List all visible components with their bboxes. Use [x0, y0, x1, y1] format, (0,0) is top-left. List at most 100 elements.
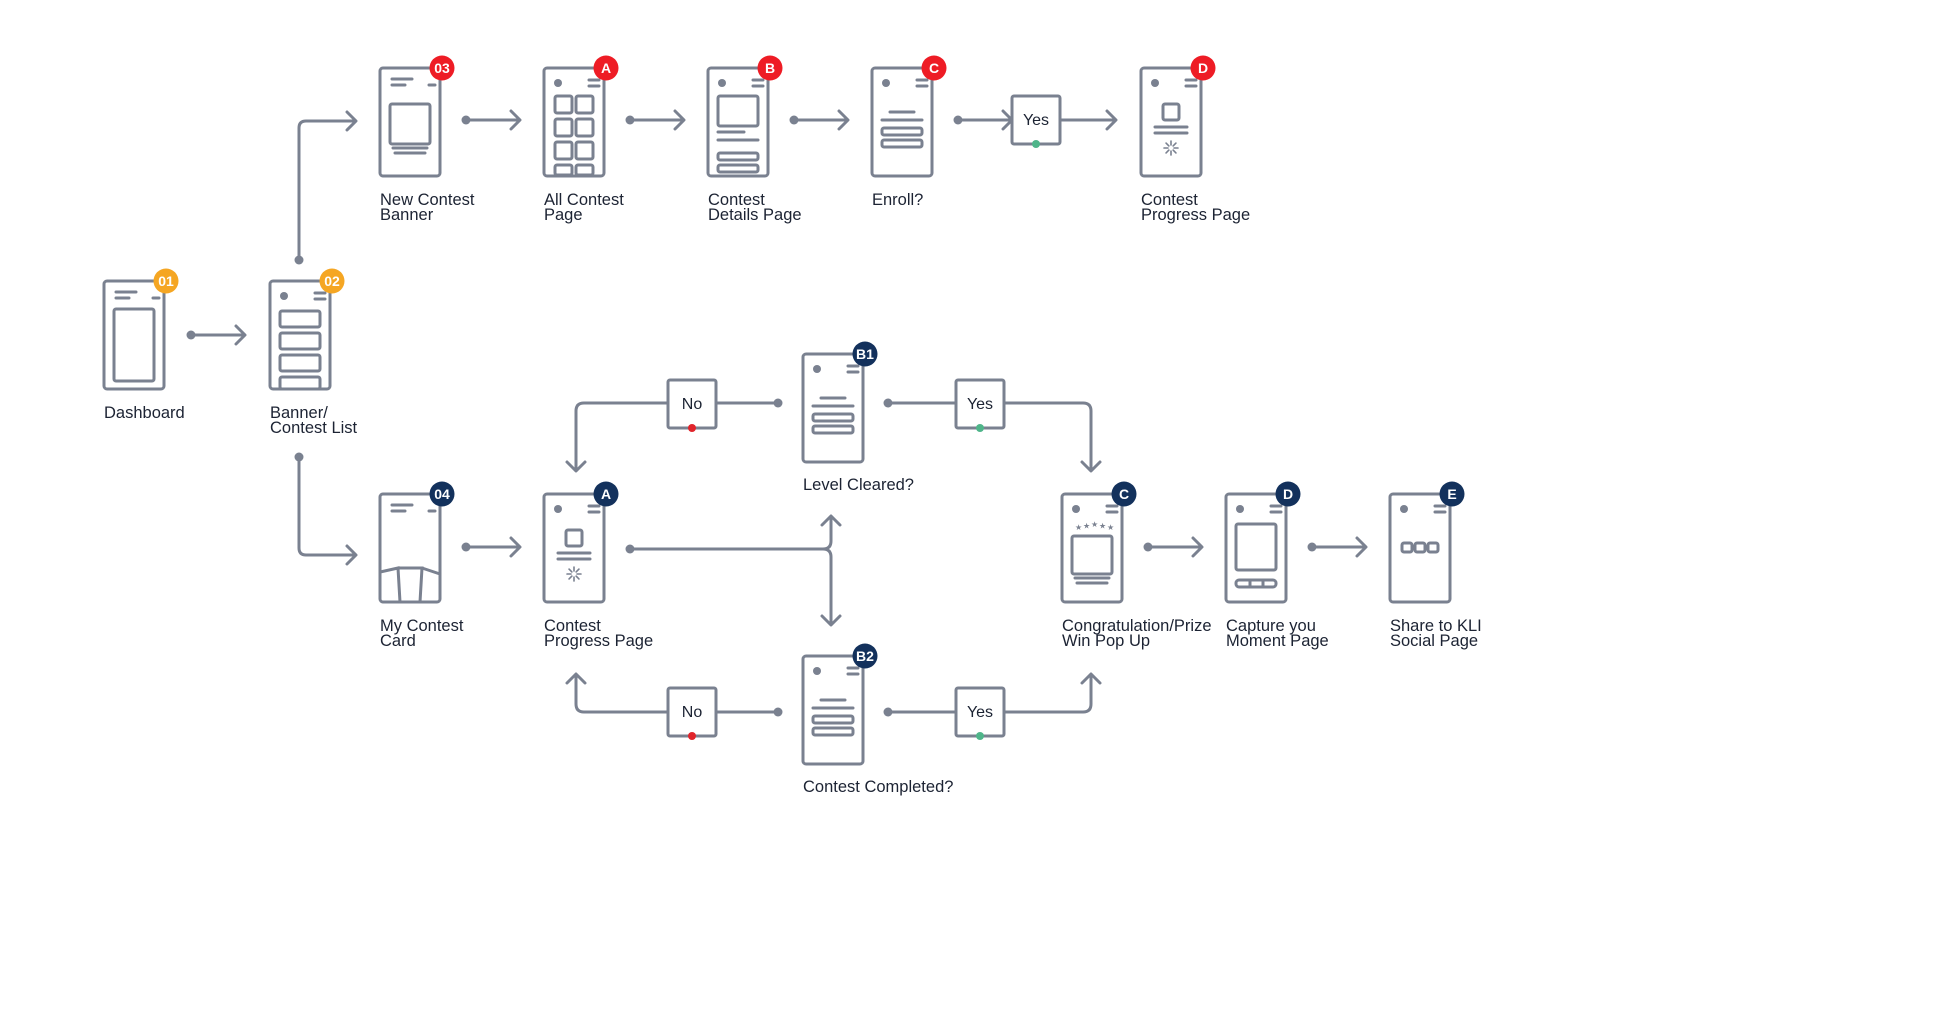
- decision-completed-yes: Yes: [954, 686, 1006, 740]
- arrow-head: [1191, 536, 1204, 558]
- no-status-dot: [688, 732, 696, 740]
- prize-screen-icon: ★★★★★: [1070, 504, 1119, 585]
- step-badge: D: [1275, 481, 1301, 507]
- step-badge: D: [1190, 55, 1216, 81]
- arrow-head: [509, 109, 522, 131]
- progress-screen-icon: [1151, 78, 1198, 156]
- screen-label-line: Contest Completed?: [803, 778, 953, 796]
- no-status-dot: [688, 424, 696, 432]
- arrow-head: [234, 324, 247, 346]
- arrow-head: [565, 460, 587, 473]
- screen-label-line: My Contest: [380, 617, 464, 635]
- connector: [888, 674, 1093, 714]
- arrow-head: [509, 536, 522, 558]
- screen-label-line: All Contest: [544, 191, 624, 209]
- badge-label: B2: [856, 648, 874, 664]
- connector: [574, 674, 778, 714]
- dashboard-screen-icon: [112, 290, 161, 383]
- step-badge: B2: [852, 643, 878, 669]
- decision-label: No: [682, 396, 703, 413]
- yes-status-dot: [976, 424, 984, 432]
- screen-label-line: Win Pop Up: [1062, 632, 1150, 650]
- screen-label-line: Contest: [1141, 191, 1198, 209]
- step-badge: A: [593, 55, 619, 81]
- screen-label-line: Contest: [708, 191, 765, 209]
- screen-label-line: Contest: [544, 617, 601, 635]
- badge-circle: [852, 341, 878, 367]
- screen-label-line: Capture you: [1226, 617, 1316, 635]
- decision-level-yes: Yes: [954, 378, 1006, 432]
- step-badge: C: [1111, 481, 1137, 507]
- form-screen-icon: [880, 78, 929, 149]
- progress-screen-icon: [554, 504, 601, 582]
- form-screen-icon: [811, 666, 860, 737]
- decision-level-no: No: [666, 378, 718, 432]
- step-badge: 03: [429, 55, 455, 81]
- form-screen-icon: [811, 364, 860, 435]
- svg-text:★: ★: [1075, 523, 1082, 532]
- step-badge: B: [757, 55, 783, 81]
- arrow-head: [1080, 672, 1102, 685]
- badge-label: B1: [856, 346, 874, 362]
- step-badge: 04: [429, 481, 455, 507]
- svg-text:★: ★: [1099, 522, 1106, 531]
- connector: [297, 119, 356, 260]
- connector: [574, 401, 778, 471]
- badge-label: 03: [434, 60, 450, 76]
- arrow-head: [1105, 109, 1118, 131]
- step-badge: 01: [153, 268, 179, 294]
- screen-label-line: Banner/: [270, 404, 328, 422]
- badge-label: B: [765, 60, 775, 76]
- badge-circle: [852, 643, 878, 669]
- arrow-head: [673, 109, 686, 131]
- badge-label: A: [601, 60, 611, 76]
- screen-label-line: Card: [380, 632, 416, 650]
- badge-circle: [921, 55, 947, 81]
- decision-label: Yes: [967, 396, 993, 413]
- arrow-head: [565, 672, 587, 685]
- arrow-head: [1355, 536, 1368, 558]
- share-screen-icon: [1400, 504, 1447, 554]
- badge-label: C: [1119, 486, 1129, 502]
- arrow-head: [1080, 460, 1102, 473]
- connector: [888, 401, 1093, 471]
- badge-circle: [1111, 481, 1137, 507]
- badge-circle: [1275, 481, 1301, 507]
- screen-label-line: Progress Page: [1141, 206, 1250, 224]
- badge-label: A: [601, 486, 611, 502]
- svg-text:★: ★: [1107, 523, 1114, 532]
- arrow-head: [820, 614, 842, 627]
- badge-label: 02: [324, 273, 340, 289]
- step-badge: C: [921, 55, 947, 81]
- badge-label: 01: [158, 273, 174, 289]
- connector: [822, 547, 833, 625]
- step-badge: B1: [852, 341, 878, 367]
- flow-connectors: [186, 109, 1368, 717]
- step-badge: A: [593, 481, 619, 507]
- badge-circle: [429, 55, 455, 81]
- screen-label-line: Social Page: [1390, 632, 1478, 650]
- grid-screen-icon: [553, 78, 601, 177]
- badge-label: 04: [434, 486, 450, 502]
- badge-circle: [153, 268, 179, 294]
- decision-enroll-yes: Yes: [1010, 94, 1062, 148]
- badge-label: D: [1283, 486, 1293, 502]
- step-badge: 02: [319, 268, 345, 294]
- badge-label: D: [1198, 60, 1208, 76]
- yes-status-dot: [976, 732, 984, 740]
- decision-label: Yes: [1023, 112, 1049, 129]
- connector: [630, 516, 833, 551]
- cards-screen-icon: [378, 503, 442, 604]
- arrow-head: [837, 109, 850, 131]
